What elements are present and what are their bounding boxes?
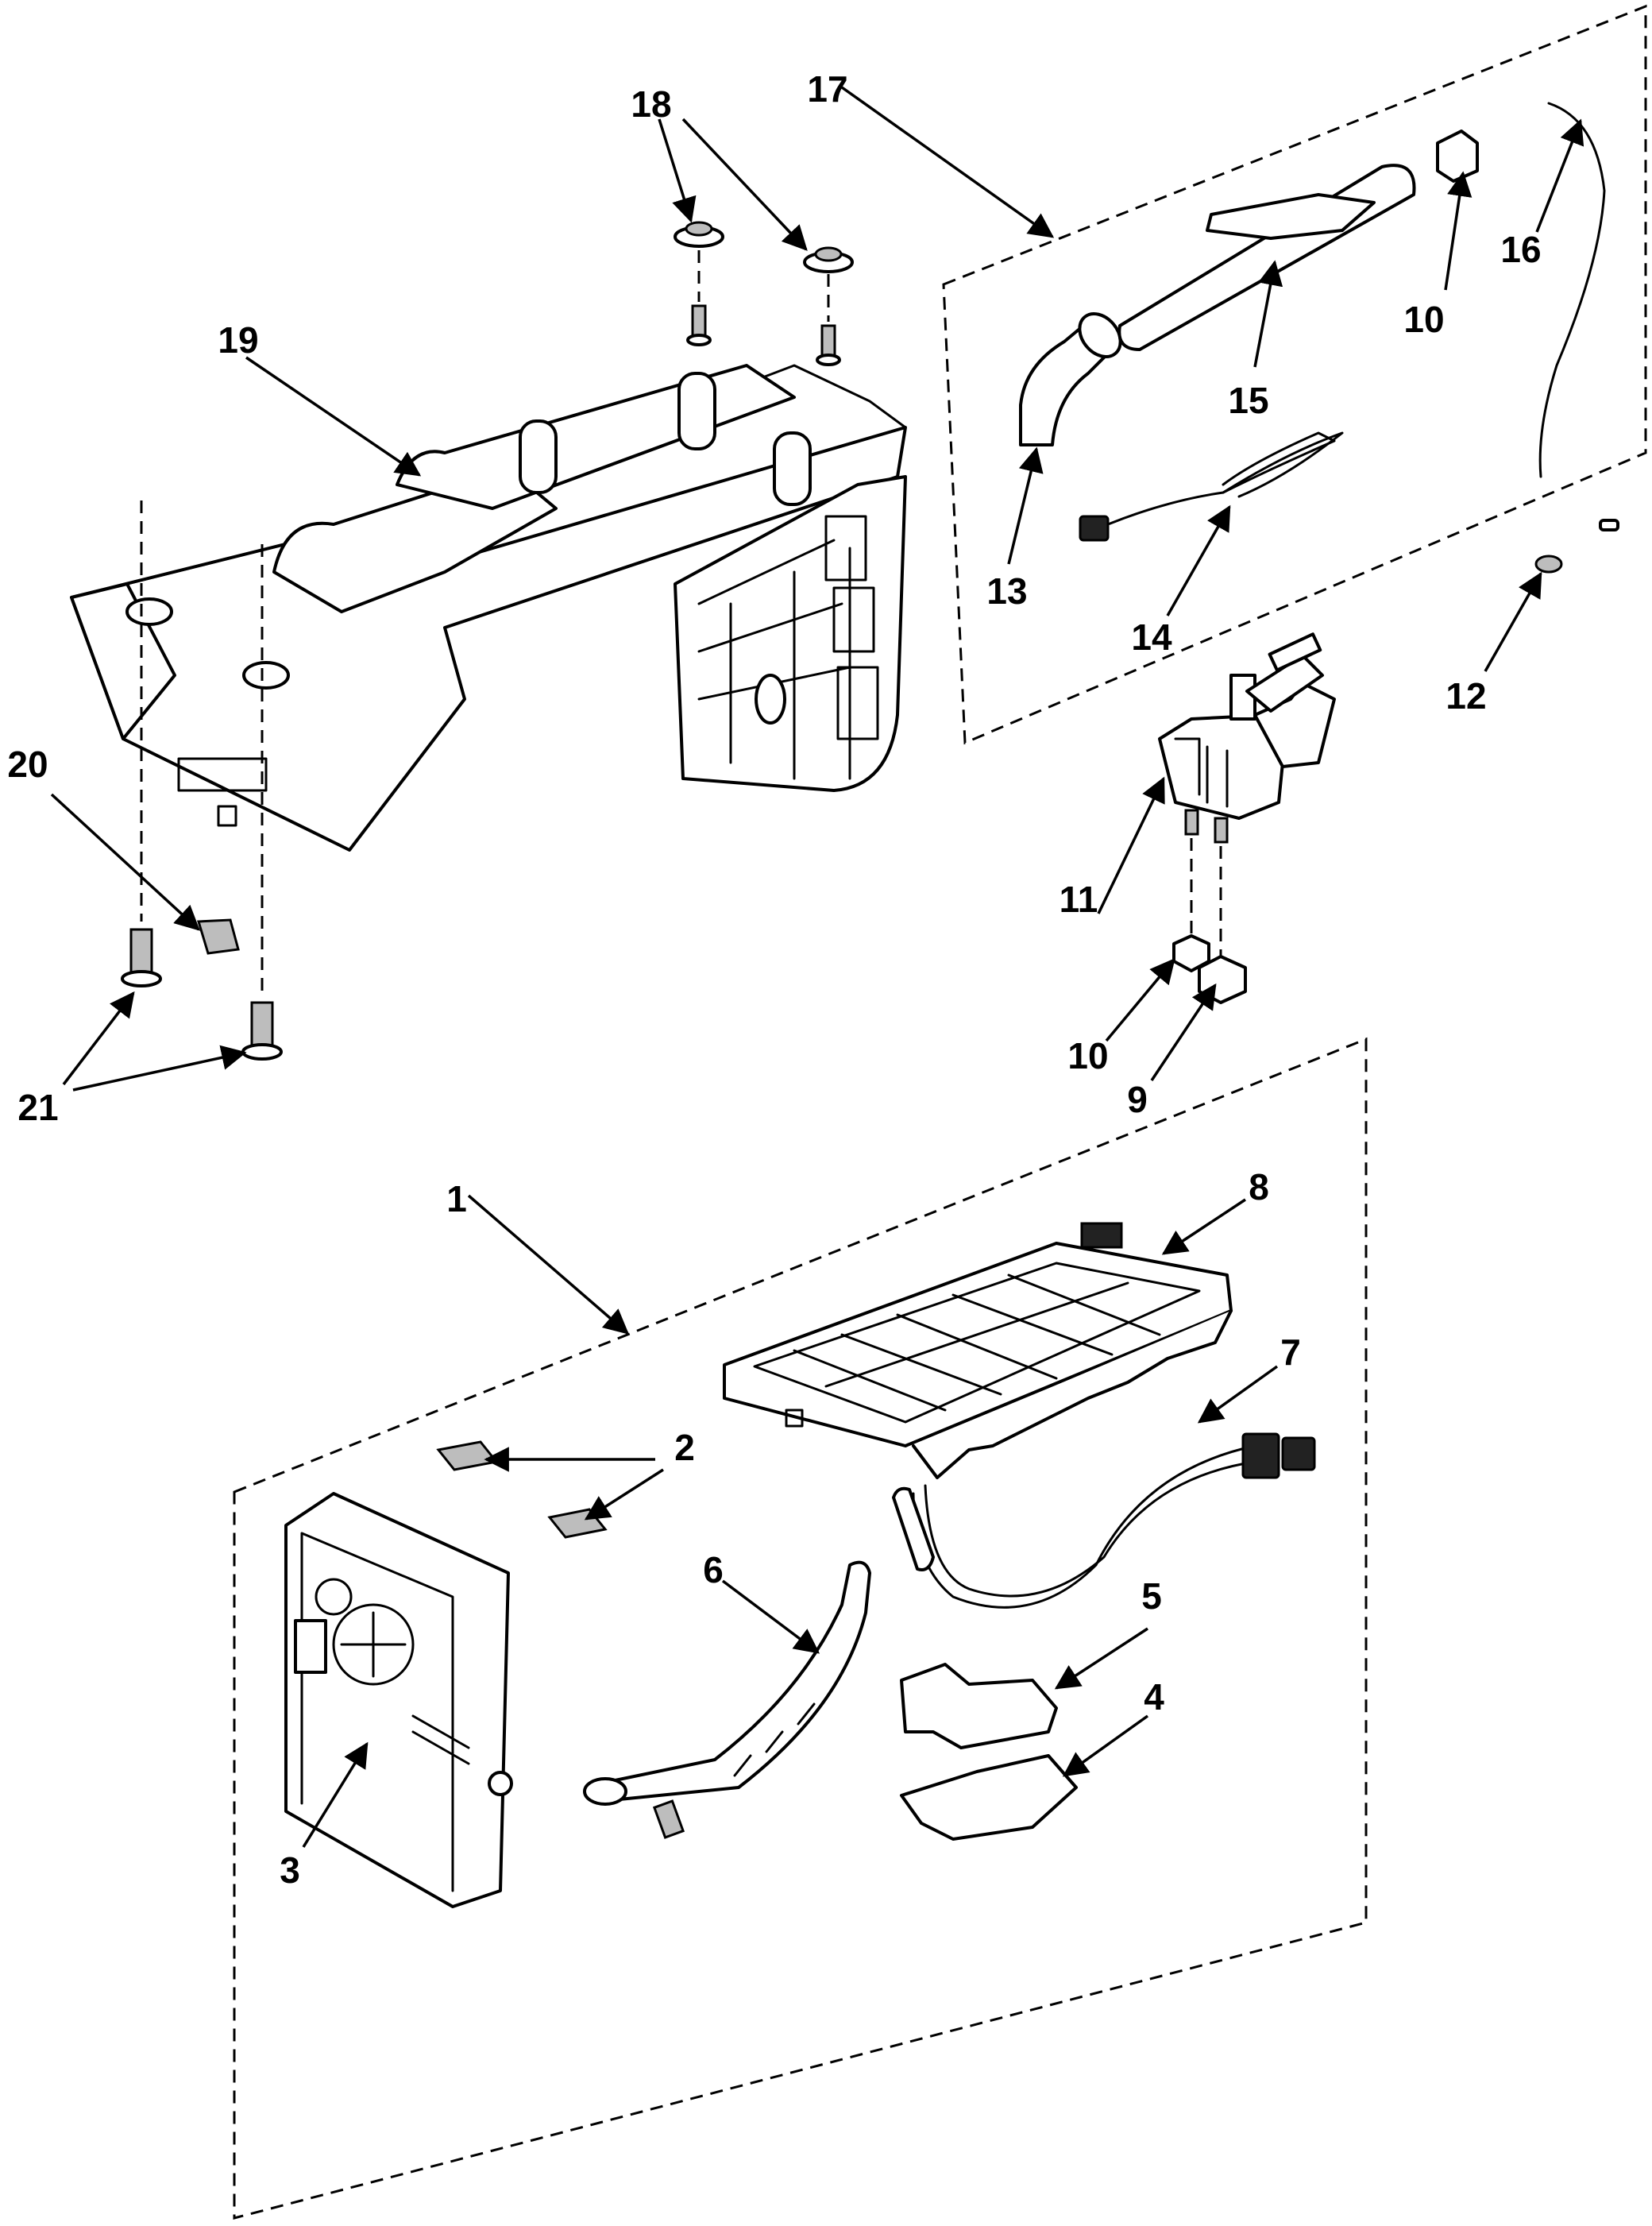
callout-21: 21 [17, 1087, 58, 1128]
control-module [284, 1492, 513, 1908]
callout-10-upper: 10 [1403, 299, 1444, 340]
callout-19: 19 [218, 319, 258, 361]
callout-20: 20 [7, 744, 48, 785]
ejector-arm [583, 1560, 871, 1839]
callout-5: 5 [1141, 1575, 1162, 1617]
mold-pads [436, 1440, 608, 1539]
valve-nut-large [1198, 955, 1247, 1004]
water-fill-kit-boundary [942, 4, 1647, 745]
water-tube [1538, 102, 1606, 478]
bucket-pad [197, 918, 240, 955]
callout-12: 12 [1446, 675, 1486, 717]
fill-cup-nut [1436, 129, 1479, 183]
ice-bucket-housing [70, 364, 907, 852]
callout-13: 13 [986, 570, 1027, 612]
thermostat-harness [892, 1432, 1316, 1609]
housing-screws [121, 500, 283, 1061]
callout-7: 7 [1280, 1331, 1301, 1373]
callout-1: 1 [446, 1178, 467, 1219]
callout-3: 3 [280, 1849, 300, 1891]
fill-tube-elbow [1019, 312, 1122, 446]
callout-8: 8 [1249, 1166, 1269, 1208]
callout-15: 15 [1228, 380, 1268, 421]
callout-11: 11 [1060, 879, 1098, 920]
callout-16: 16 [1500, 229, 1541, 270]
callout-labels: 17 18 19 10 16 15 13 14 12 11 10 9 20 21… [7, 68, 1541, 1891]
mold-support-upper [900, 1663, 1058, 1749]
callout-18: 18 [631, 83, 671, 125]
mold-support-lower [900, 1754, 1078, 1841]
callout-17: 17 [807, 68, 847, 110]
callout-10-lower: 10 [1067, 1035, 1108, 1076]
tube-clamp-and-screw [1534, 519, 1619, 574]
ice-maker-assembly-boundary [233, 1037, 1368, 2220]
valve-wire-harness [1079, 431, 1344, 542]
mounting-grommets-and-screws [674, 221, 854, 366]
ice-maker-mold [723, 1222, 1233, 1479]
callout-9: 9 [1127, 1079, 1148, 1120]
water-valve [1158, 632, 1336, 844]
fill-tube [1117, 164, 1416, 351]
callout-4: 4 [1144, 1676, 1164, 1718]
callout-2: 2 [674, 1427, 695, 1468]
callout-6: 6 [703, 1549, 724, 1590]
callout-14: 14 [1131, 616, 1172, 658]
leader-lines [50, 86, 1584, 1848]
